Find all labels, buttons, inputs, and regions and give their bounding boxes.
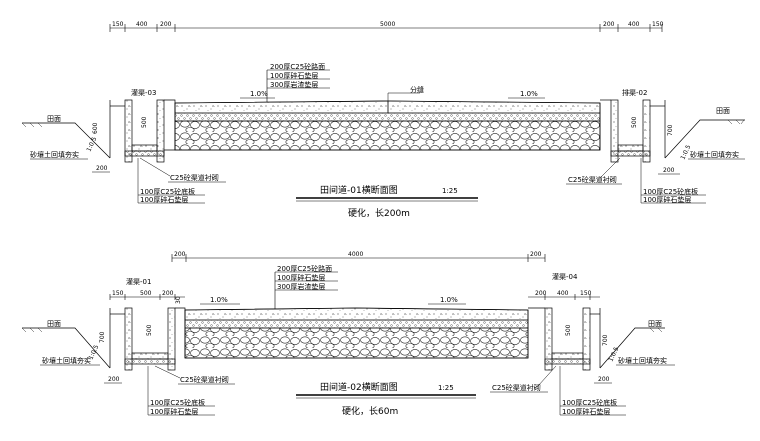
- right2-h700: 700: [602, 334, 609, 346]
- dim2-r400: 400: [557, 290, 569, 297]
- left-d200: 200: [96, 165, 108, 172]
- road2-gravel-layer: [184, 319, 529, 329]
- slope-right: 1.0%: [520, 90, 538, 98]
- left2-h500: 500: [146, 324, 153, 336]
- dim2-r30: 30: [175, 296, 182, 304]
- left2-h700: 700: [99, 331, 106, 343]
- right-h500: 500: [631, 116, 638, 128]
- left-backfill-label: 砂壤土回填夯实: [30, 150, 79, 159]
- right2-d200: 200: [598, 376, 610, 383]
- slope2-left: 1.0%: [210, 296, 228, 304]
- right-d200: 200: [663, 167, 675, 174]
- left-base-1: 100厚C25砼底板: [140, 187, 195, 196]
- layer2-label-1: 200厚C25砼路面: [277, 264, 332, 273]
- slope-left: 1.0%: [250, 90, 268, 98]
- dim-200b: 200: [603, 21, 615, 28]
- right-h700: 700: [667, 124, 674, 136]
- dim-5000: 5000: [380, 21, 395, 28]
- dim-150a: 150: [112, 21, 124, 28]
- left-lining-label: C25砼渠道衬砌: [170, 173, 219, 182]
- dim-400a: 400: [136, 21, 148, 28]
- right2-field-label: 田面: [648, 320, 662, 328]
- section-1-subtitle: 硬化，长200m: [348, 207, 410, 219]
- right-channel-2: [528, 307, 601, 371]
- dim-400b: 400: [628, 21, 640, 28]
- right-base-1: 100厚C25砼底板: [643, 187, 698, 196]
- layer2-label-2: 100厚碎石垫层: [277, 273, 325, 282]
- left-channel: [109, 99, 176, 163]
- left2-d200: 200: [108, 376, 120, 383]
- road2-rubble-layer: [184, 327, 529, 359]
- right2-base-2: 100厚碎石垫层: [562, 407, 610, 416]
- left-h600: 600: [92, 122, 99, 134]
- right-lining-label: C25砼渠道衬砌: [568, 175, 617, 184]
- right2-backfill-label: 砂壤土回填夯实: [618, 356, 667, 365]
- section-2-subtitle: 硬化，长60m: [342, 405, 398, 417]
- left-base-2: 100厚碎石垫层: [140, 195, 188, 204]
- slope2-right: 1.0%: [440, 296, 458, 304]
- section-2-scale: 1:25: [438, 384, 454, 392]
- dim2-200b: 200: [530, 251, 542, 258]
- left-field-ground: [22, 122, 111, 159]
- layer-label-2: 100厚碎石垫层: [270, 71, 318, 80]
- left-field-label: 田面: [47, 115, 61, 123]
- right-base-2: 100厚碎石垫层: [643, 195, 691, 204]
- right-field-label: 田面: [716, 107, 730, 115]
- left-channel-label: 灌渠-03: [131, 88, 156, 97]
- dim2-l200: 200: [162, 290, 174, 297]
- road-gravel-layer: [174, 112, 601, 122]
- dimension-line-top: [109, 24, 663, 32]
- left2-lining-label: C25砼渠道衬砌: [180, 375, 229, 384]
- dim2-r150: 150: [580, 290, 592, 297]
- dim2-4000: 4000: [348, 251, 363, 258]
- joint-label: 分缝: [410, 85, 424, 94]
- right-channel-2-label: 灌渠-04: [552, 272, 578, 281]
- right2-h500: 500: [565, 324, 572, 336]
- right2-base-1: 100厚C25砼底板: [562, 398, 617, 407]
- layer-label-1: 200厚C25砼路面: [270, 62, 325, 71]
- left-channel-2: [109, 307, 186, 371]
- layer-label-3: 300厚岩渣垫层: [270, 80, 318, 89]
- left2-field-label: 田面: [47, 320, 61, 328]
- right-backfill-label: 砂壤土回填夯实: [690, 150, 739, 159]
- section-1-scale: 1:25: [442, 187, 458, 195]
- left2-base-1: 100厚C25砼底板: [150, 398, 205, 407]
- road-concrete-layer: [174, 100, 601, 114]
- left2-base-2: 100厚碎石垫层: [150, 407, 198, 416]
- left-channel-2-label: 灌渠-01: [126, 277, 151, 286]
- left2-backfill-label: 砂壤土回填夯实: [42, 356, 91, 365]
- section-1-title: 田间道-01横断面图: [320, 184, 398, 196]
- right-field-ground: [664, 119, 745, 159]
- right-channel-label: 排渠-02: [622, 88, 647, 97]
- road-rubble-layer: [174, 120, 601, 151]
- dim2-l150: 150: [112, 290, 124, 297]
- dimension-line-top-2: [109, 254, 600, 300]
- left-h500: 500: [141, 116, 148, 128]
- dim2-r200: 200: [535, 290, 547, 297]
- dim-150b: 150: [652, 21, 664, 28]
- road2-concrete-layer: [184, 307, 529, 321]
- layer2-label-3: 300厚岩渣垫层: [277, 282, 325, 291]
- section-1: 150 400 200 5000 200 400 150 200厚C25砼路面 …: [21, 21, 745, 219]
- dim-200a: 200: [160, 21, 172, 28]
- dim2-200a: 200: [174, 251, 186, 258]
- section-2: 200 4000 200 150 500 200 200 400 150 30 …: [21, 251, 675, 417]
- section-2-title: 田间道-02横断面图: [320, 381, 398, 393]
- right-channel: [600, 99, 666, 163]
- right2-lining-label: C25砼渠道衬砌: [492, 383, 541, 392]
- dim2-l500: 500: [140, 290, 152, 297]
